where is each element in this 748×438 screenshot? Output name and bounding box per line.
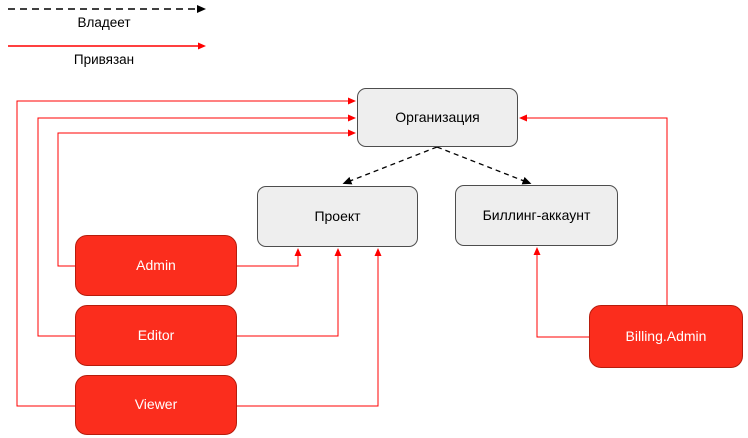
- edge-admin-project: [237, 248, 302, 267]
- node-editor-label: Editor: [137, 326, 175, 343]
- node-organization-label: Организация: [395, 108, 480, 125]
- node-project-label: Проект: [314, 207, 361, 224]
- node-project: Проект: [257, 186, 418, 247]
- edge-editor-project: [237, 248, 342, 337]
- edge-organization-billing-account-owns: [436, 146, 532, 185]
- node-billing-admin-label: Billing.Admin: [625, 327, 707, 344]
- node-viewer: Viewer: [75, 375, 237, 435]
- node-admin: Admin: [75, 235, 237, 296]
- legend-owns-label: Владеет: [77, 15, 131, 30]
- edge-viewer-project: [237, 248, 382, 407]
- node-admin-label: Admin: [136, 256, 176, 273]
- edge-organization-project-owns: [342, 146, 438, 185]
- node-organization: Организация: [357, 88, 518, 147]
- node-billing-admin: Billing.Admin: [589, 305, 743, 368]
- legend-bound-label: Привязан: [73, 52, 135, 67]
- edge-billing-admin-billing-account: [533, 247, 589, 338]
- node-editor: Editor: [75, 305, 237, 366]
- node-billing-account: Биллинг-аккаунт: [455, 185, 618, 246]
- node-viewer-label: Viewer: [134, 396, 178, 413]
- node-billing-account-label: Биллинг-аккаунт: [482, 206, 591, 223]
